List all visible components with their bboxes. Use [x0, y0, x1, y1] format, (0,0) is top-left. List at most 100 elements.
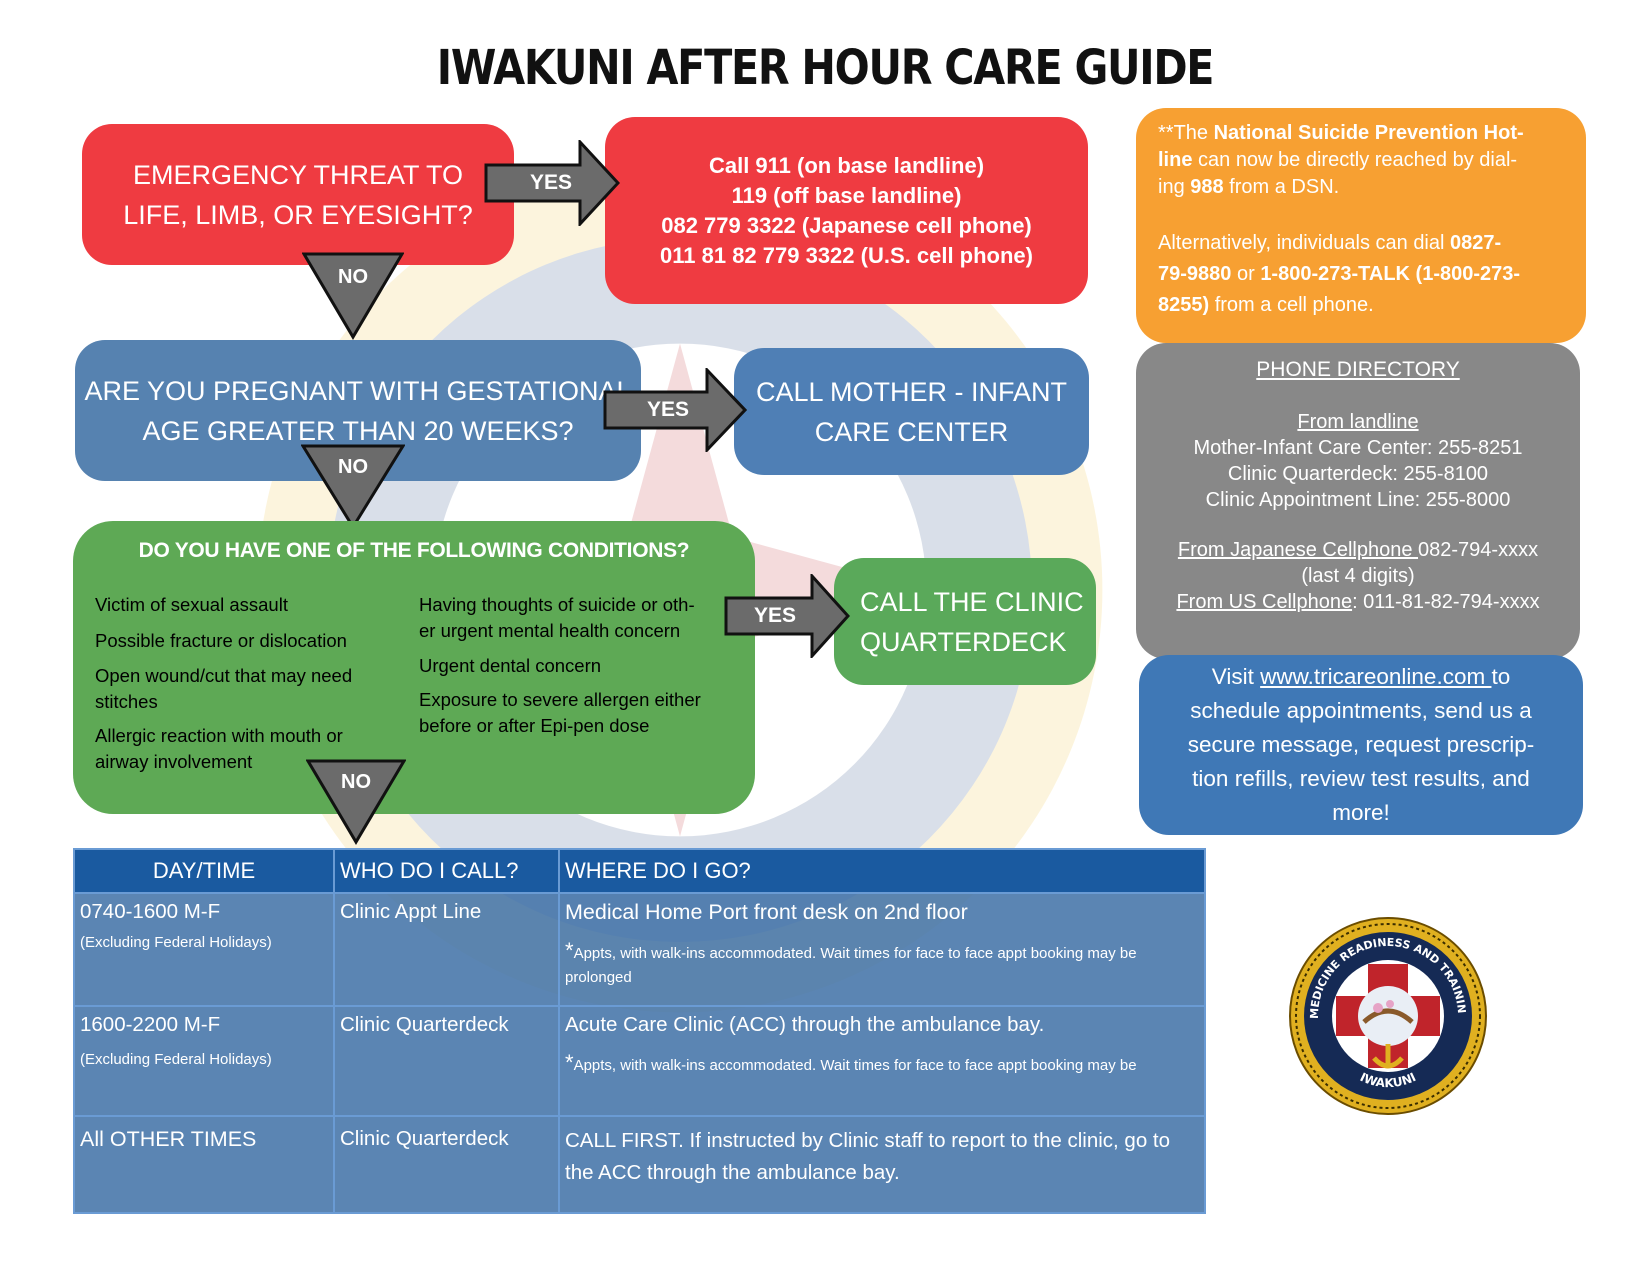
conditions-left-list: Victim of sexual assault Possible fractu…: [95, 592, 415, 775]
condition-allergic-line1: Allergic reaction with mouth or: [95, 725, 343, 746]
tricare-visit: Visit: [1211, 664, 1261, 689]
emergency-call-box: Call 911 (on base landline) 119 (off bas…: [605, 117, 1088, 304]
no-label: NO: [338, 456, 368, 478]
us-cellphone-line: From US Cellphone: 011-81-82-794-xxxx: [1136, 589, 1580, 615]
clinic-quarterdeck-line1: CALL THE CLINIC: [860, 586, 1084, 617]
landline-quarterdeck: Clinic Quarterdeck: 255-8100: [1227, 463, 1489, 485]
hotline-988: 988: [1190, 176, 1224, 198]
triangle-down-icon: [301, 252, 405, 340]
alt-number2-part2: 8255): [1158, 294, 1210, 316]
hotline-name-part1: National Suicide Prevention Hot-: [1213, 122, 1524, 144]
condition-allergic-line2: airway involvement: [95, 751, 253, 772]
arrow-right-icon: [724, 572, 851, 660]
tricare-line4: tion refills, review test results, and: [1192, 766, 1530, 791]
suicide-paragraph-2: Alternatively, individuals can dial 0827…: [1158, 228, 1564, 321]
clinic-quarterdeck-box: CALL THE CLINIC QUARTERDECK: [834, 558, 1096, 685]
page-title: IWAKUNI AFTER HOUR CARE GUIDE: [436, 40, 1215, 96]
suicide-paragraph-1: **The National Suicide Prevention Hot- l…: [1158, 120, 1564, 201]
navy-medicine-seal-logo: NAVY MEDICINE READINESS AND TRAINING UNI…: [1288, 916, 1487, 1115]
condition-open-wound-line2: stitches: [95, 691, 158, 712]
row-time-note: (Excluding Federal Holidays): [80, 1051, 272, 1068]
svg-text:IWAKUNI: IWAKUNI: [1358, 1070, 1418, 1090]
schedule-table: DAY/TIME WHO DO I CALL? WHERE DO I GO? 0…: [73, 848, 1206, 1214]
japanese-cell-line: 082 779 3322 (Japanese cell phone): [661, 212, 1032, 238]
yes-arrow-emergency: YES: [484, 138, 621, 228]
yes-arrow-pregnancy: YES: [603, 366, 748, 454]
landline-mother-infant: Mother-Infant Care Center: 255-8251: [1193, 437, 1523, 459]
tricare-line5: more!: [1332, 800, 1390, 825]
no-arrow-pregnancy: NO: [300, 444, 406, 530]
alt-text: Alternatively, individuals can dial: [1158, 232, 1451, 254]
call-911-line: Call 911 (on base landline): [708, 152, 985, 178]
pregnancy-question-line2: AGE GREATER THAN 20 WEEKS?: [142, 415, 574, 446]
suicide-mid-text: can now be directly reached by dial-: [1192, 149, 1518, 171]
yes-label: YES: [530, 171, 573, 194]
row-note: Appts, with walk-ins accommodated. Wait …: [565, 945, 1137, 986]
us-cell-line: 011 81 82 779 3322 (U.S. cell phone): [660, 242, 1033, 268]
pregnancy-question-line1: ARE YOU PREGNANT WITH GESTATIONAL: [84, 375, 632, 406]
row-where-cell: Acute Care Clinic (ACC) through the ambu…: [558, 1005, 1206, 1117]
header-day-time: DAY/TIME: [73, 848, 335, 894]
conditions-title: DO YOU HAVE ONE OF THE FOLLOWING CONDITI…: [138, 539, 690, 562]
mother-infant-box: CALL MOTHER - INFANT CARE CENTER: [734, 348, 1089, 475]
row-note-wrap: *Appts, with walk-ins accommodated. Wait…: [565, 938, 1137, 987]
yes-label: YES: [754, 604, 797, 627]
landline-heading-text: From landline: [1297, 411, 1419, 433]
table-row: 0740-1600 M-F (Excluding Federal Holiday…: [73, 892, 1206, 1007]
table-row: All OTHER TIMES Clinic Quarterdeck CALL …: [73, 1115, 1206, 1214]
no-label: NO: [341, 771, 371, 793]
tricare-line1-end: to: [1491, 664, 1511, 689]
row-where-cell: Medical Home Port front desk on 2nd floo…: [558, 892, 1206, 1007]
header-where: WHERE DO I GO?: [558, 848, 1206, 894]
alt-end: from a cell phone.: [1209, 294, 1374, 316]
tricare-link[interactable]: www.tricareonline.com: [1260, 664, 1492, 689]
directory-heading-text: PHONE DIRECTORY: [1256, 358, 1460, 381]
alt-number1-part2: 79-9880: [1158, 263, 1232, 285]
condition-open-wound-line1: Open wound/cut that may need: [95, 665, 353, 686]
condition-suicide-line1: Having thoughts of suicide or oth-: [419, 594, 695, 615]
us-cellphone-number: : 011-81-82-794-xxxx: [1352, 591, 1540, 613]
row-time-cell: 1600-2200 M-F (Excluding Federal Holiday…: [73, 1005, 335, 1117]
emergency-question-line1: EMERGENCY THREAT TO: [132, 159, 464, 190]
directory-heading: PHONE DIRECTORY: [1136, 357, 1580, 383]
landline-appointment: Clinic Appointment Line: 255-8000: [1205, 489, 1511, 511]
suicide-line3b: from a DSN.: [1223, 176, 1340, 198]
conditions-right-list: Having thoughts of suicide or oth- er ur…: [419, 592, 749, 739]
emergency-question-box: EMERGENCY THREAT TO LIFE, LIMB, OR EYESI…: [82, 124, 514, 265]
condition-suicide-line2: er urgent mental health concern: [419, 620, 681, 641]
tricare-box: Visit www.tricareonline.com to schedule …: [1139, 655, 1583, 835]
tricare-line1: Visit www.tricareonline.com to: [1139, 660, 1583, 694]
row-time-cell: All OTHER TIMES: [73, 1115, 335, 1214]
row-time-note: (Excluding Federal Holidays): [80, 934, 272, 951]
row-where: Acute Care Clinic (ACC) through the ambu…: [565, 1013, 1045, 1036]
alt-number2-part1: 1-800-273-TALK (1-800-273-: [1260, 263, 1521, 285]
yes-label: YES: [647, 398, 690, 421]
japanese-cellphone-label: From Japanese Cellphone: [1177, 539, 1419, 561]
tricare-line3: secure message, request prescrip-: [1187, 732, 1535, 757]
condition-dental: Urgent dental concern: [419, 655, 602, 676]
row-note: Appts, with walk-ins accommodated. Wait …: [573, 1057, 1137, 1074]
us-cellphone-label: From US Cellphone: [1176, 591, 1353, 613]
alt-or: or: [1231, 263, 1261, 285]
condition-fracture: Possible fracture or dislocation: [95, 630, 347, 651]
row-who: Clinic Quarterdeck: [333, 1005, 560, 1117]
triangle-down-icon: [305, 759, 407, 845]
hotline-name-part2: line: [1158, 149, 1193, 171]
arrow-right-icon: [603, 366, 748, 454]
row-where: CALL FIRST. If instructed by Clinic staf…: [558, 1115, 1206, 1214]
japanese-cellphone-line: From Japanese Cellphone 082-794-xxxx: [1136, 537, 1580, 563]
tricare-line2: schedule appointments, send us a: [1190, 698, 1532, 723]
phone-directory-box: PHONE DIRECTORY From landline Mother-Inf…: [1136, 343, 1580, 659]
japanese-cellphone-note: (last 4 digits): [1301, 565, 1415, 587]
clinic-quarterdeck-line2: QUARTERDECK: [860, 626, 1067, 657]
alt-number1-part1: 0827-: [1450, 232, 1502, 254]
mother-infant-line1: CALL MOTHER - INFANT: [755, 376, 1068, 407]
table-header-row: DAY/TIME WHO DO I CALL? WHERE DO I GO?: [73, 848, 1206, 894]
arrow-right-icon: [484, 138, 621, 228]
row-time: 1600-2200 M-F: [80, 1013, 221, 1036]
row-time-cell: 0740-1600 M-F (Excluding Federal Holiday…: [73, 892, 335, 1007]
mother-infant-line2: CARE CENTER: [814, 416, 1009, 447]
japanese-cellphone-number: 082-794-xxxx: [1418, 539, 1539, 561]
row-note-wrap: *Appts, with walk-ins accommodated. Wait…: [565, 1050, 1137, 1075]
row-time: 0740-1600 M-F: [80, 900, 221, 923]
